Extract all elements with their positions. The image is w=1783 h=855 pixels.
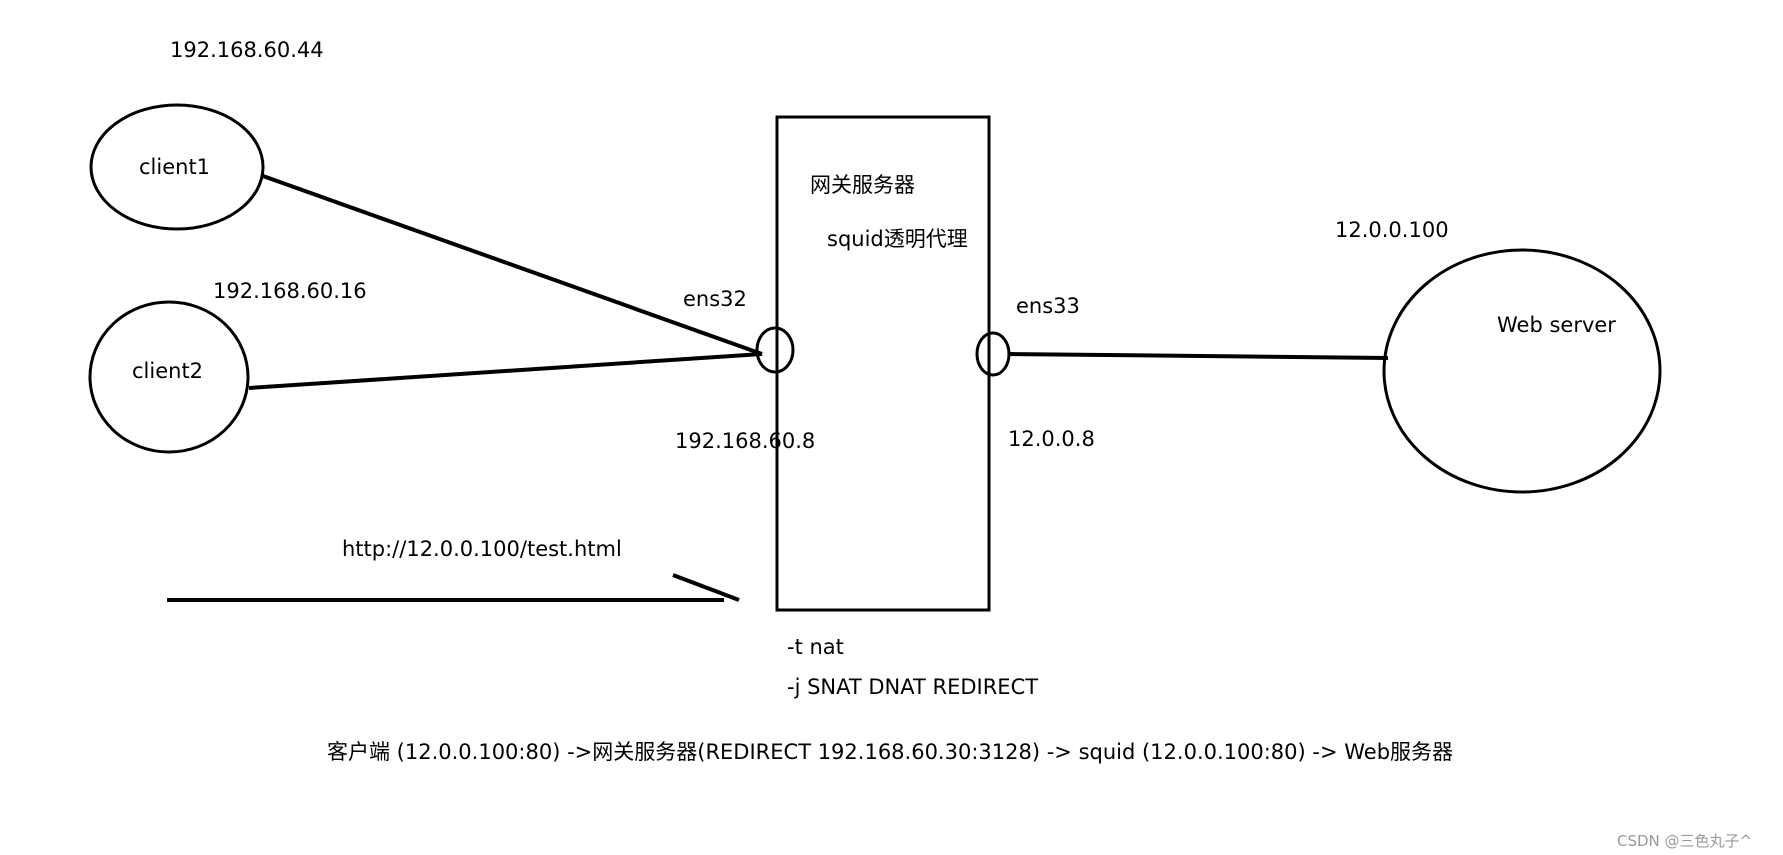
request-arrow-head	[672, 573, 740, 602]
server-ip-label: 12.0.0.100	[1335, 218, 1449, 242]
web-server-node	[1382, 248, 1662, 494]
ens32-ip-label: 192.168.60.8	[675, 429, 816, 453]
ens33-label: ens33	[1016, 294, 1080, 318]
gateway-box	[775, 115, 991, 612]
ens33-interface	[975, 331, 1011, 377]
client1-node	[89, 103, 265, 231]
server-label: Web server	[1497, 313, 1616, 337]
iptables-table-label: -t nat	[787, 635, 844, 659]
ens32-label: ens32	[683, 287, 747, 311]
client1-label: client1	[139, 155, 211, 179]
request-url-label: http://12.0.0.100/test.html	[342, 537, 622, 561]
ens33-ip-label: 12.0.0.8	[1008, 427, 1095, 451]
iptables-targets-label: -j SNAT DNAT REDIRECT	[787, 675, 1039, 699]
client2-label: client2	[132, 359, 204, 383]
client2-node	[88, 300, 250, 454]
client2-ip-label: 192.168.60.16	[213, 279, 367, 303]
server-link	[1008, 352, 1389, 360]
ens32-interface	[755, 326, 795, 374]
gateway-title: 网关服务器	[810, 173, 915, 197]
flow-description: 客户端 (12.0.0.100:80) ->网关服务器(REDIRECT 192…	[327, 740, 1454, 764]
watermark: CSDN @三色丸子^	[1617, 832, 1753, 850]
client1-link	[262, 174, 763, 356]
client1-ip-label: 192.168.60.44	[170, 38, 324, 62]
gateway-subtitle: squid透明代理	[827, 227, 968, 251]
client2-link	[248, 352, 763, 390]
